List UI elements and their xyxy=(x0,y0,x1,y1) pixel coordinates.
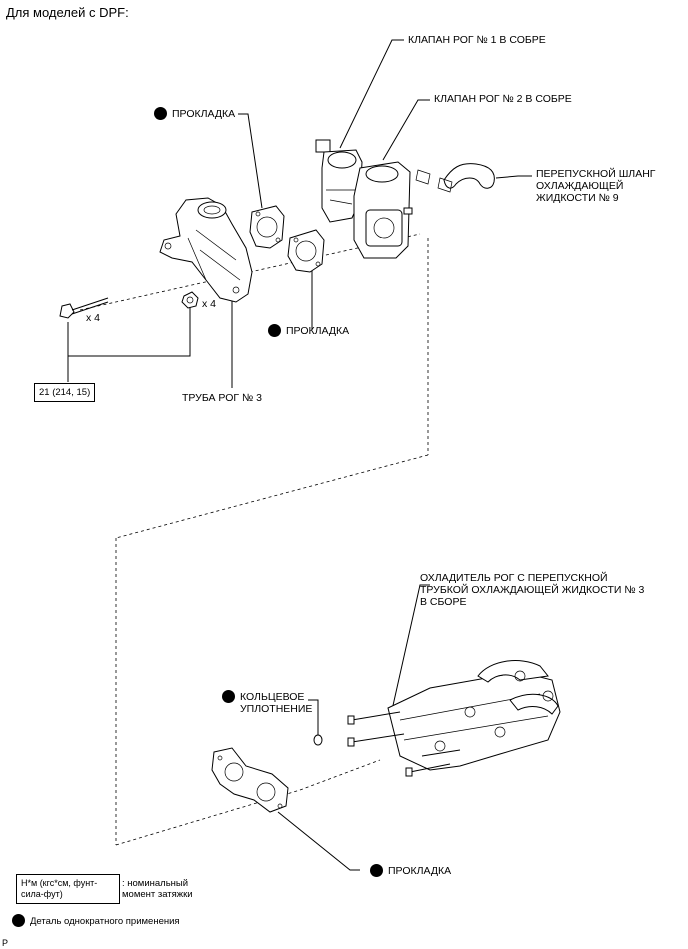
label-egr-valve-2: КЛАПАН РОГ № 2 В СОБРЕ xyxy=(434,93,572,105)
o-ring xyxy=(313,734,323,746)
egr-valve-2 xyxy=(353,161,413,259)
label-egr-valve-1: КЛАПАН РОГ № 1 В СОБРЕ xyxy=(408,34,546,46)
egr-valve-1 xyxy=(315,139,363,223)
legend-unit-box: Н*м (кгс*см, фунт- сила-фут) xyxy=(16,874,120,904)
label-bypass-hose: ПЕРЕПУСКНОЙ ШЛАНГ ОХЛАЖДАЮЩЕЙ ЖИДКОСТИ №… xyxy=(536,168,656,204)
bypass-hose xyxy=(415,163,495,193)
bolt xyxy=(59,297,109,319)
label-bolt-count: x 4 xyxy=(86,312,101,324)
label-pipe: ТРУБА РОГ № 3 xyxy=(182,392,263,404)
gasket-bottom xyxy=(211,747,289,813)
one-time-use-icon xyxy=(154,107,167,120)
one-time-use-icon xyxy=(12,914,25,927)
one-time-use-icon xyxy=(222,690,235,703)
label-gasket-top: ПРОКЛАДКА xyxy=(154,107,235,120)
alignment-lines xyxy=(79,233,429,846)
gasket-mid xyxy=(287,229,325,273)
one-time-use-icon xyxy=(370,864,383,877)
legend-one-time-use: Деталь однократного применения xyxy=(12,914,180,928)
label-o-ring: КОЛЬЦЕВОЕ УПЛОТНЕНИЕ xyxy=(222,690,312,715)
egr-pipe-3 xyxy=(159,197,253,303)
corner-mark: P xyxy=(2,938,9,948)
egr-cooler xyxy=(347,660,561,777)
one-time-use-icon xyxy=(268,324,281,337)
label-nut-count: x 4 xyxy=(202,298,217,310)
label-egr-cooler: ОХЛАДИТЕЛЬ РОГ С ПЕРЕПУСКНОЙ ТРУБКОЙ ОХЛ… xyxy=(420,572,645,608)
legend-unit-description: : номинальный момент затяжки xyxy=(122,878,193,900)
nut xyxy=(181,291,199,309)
label-gasket-mid: ПРОКЛАДКА xyxy=(268,324,349,337)
leader-lines xyxy=(67,39,532,871)
torque-spec-box: 21 (214, 15) xyxy=(34,383,96,402)
page-title: Для моделей с DPF: xyxy=(6,5,129,20)
gasket-top xyxy=(249,205,285,249)
label-gasket-bottom: ПРОКЛАДКА xyxy=(370,864,451,877)
